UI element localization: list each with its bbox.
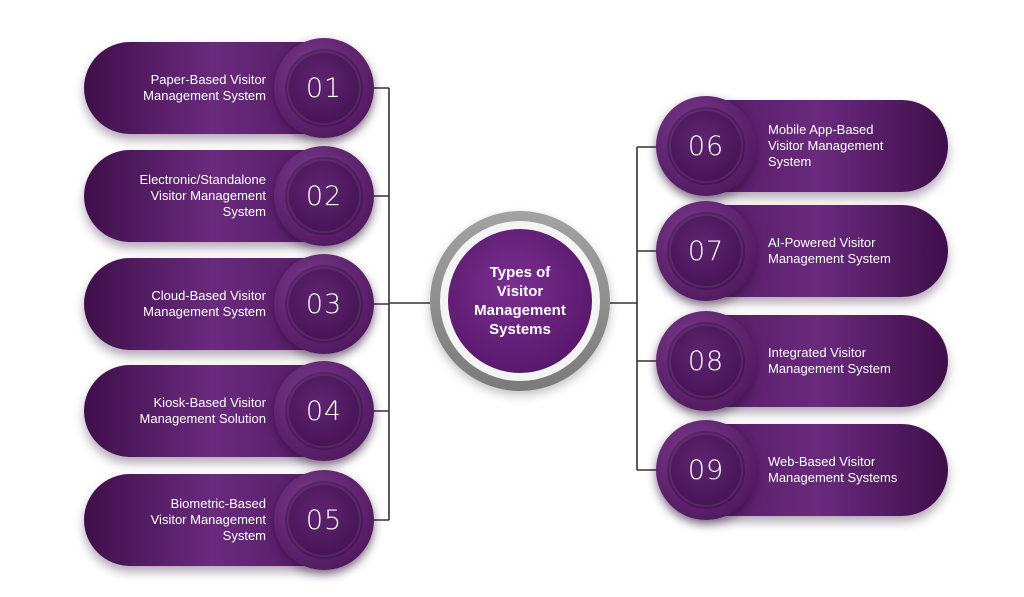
type-item-04: Kiosk-Based Visitor Management Solution … [84, 361, 374, 461]
type-label-line: System [222, 528, 266, 543]
number-text: 07 [669, 214, 743, 288]
type-label-line: System [768, 154, 812, 169]
number-badge: 06 [656, 96, 756, 196]
type-item-05: Biometric-Based Visitor Management Syste… [84, 470, 374, 570]
type-item-01: Paper-Based Visitor Management System 01 [84, 38, 374, 138]
hub-title-line: Types of [489, 264, 551, 281]
type-label-line: Integrated Visitor [768, 345, 867, 360]
type-label-line: Management Solution [139, 411, 266, 426]
type-item-03: Cloud-Based Visitor Management System 03 [84, 254, 374, 354]
number-badge: 05 [274, 470, 374, 570]
number-badge: 01 [274, 38, 374, 138]
type-item-02: Electronic/Standalone Visitor Management… [84, 146, 374, 246]
hub-title-line: Visitor [496, 283, 544, 300]
type-label-line: Management System [143, 304, 266, 319]
type-label-line: Visitor Management [150, 188, 266, 203]
number-badge: 09 [656, 420, 756, 520]
number-badge: 07 [656, 201, 756, 301]
type-label: Kiosk-Based Visitor Management Solution [102, 365, 266, 457]
type-label-line: Mobile App-Based [768, 122, 874, 137]
hub-title-line: Systems [489, 321, 551, 338]
type-label: Biometric-Based Visitor Management Syste… [102, 474, 266, 566]
number-text: 04 [287, 374, 361, 448]
type-label-line: Kiosk-Based Visitor [153, 395, 266, 410]
number-text: 05 [287, 483, 361, 557]
type-label-line: Biometric-Based [170, 496, 266, 511]
number-badge: 03 [274, 254, 374, 354]
type-label: AI-Powered Visitor Management System [768, 205, 938, 297]
type-item-08: 08 Integrated Visitor Management System [656, 311, 948, 411]
number-text: 06 [669, 109, 743, 183]
type-label-line: Management Systems [768, 470, 898, 485]
type-item-07: 07 AI-Powered Visitor Management System [656, 201, 948, 301]
type-item-06: 06 Mobile App-Based Visitor Management S… [656, 96, 948, 196]
type-label-line: Management System [768, 361, 891, 376]
number-badge: 08 [656, 311, 756, 411]
type-label-line: Electronic/Standalone [139, 172, 266, 187]
type-label-line: Cloud-Based Visitor [151, 288, 266, 303]
type-label: Paper-Based Visitor Management System [102, 42, 266, 134]
type-label-line: Paper-Based Visitor [150, 72, 266, 87]
number-text: 03 [287, 267, 361, 341]
type-label-line: AI-Powered Visitor [768, 235, 876, 250]
hub-title: Types of Visitor Management Systems [448, 229, 592, 373]
number-text: 09 [669, 433, 743, 507]
type-label: Cloud-Based Visitor Management System [102, 258, 266, 350]
hub-title-line: Management [474, 302, 566, 319]
type-label: Web-Based Visitor Management Systems [768, 424, 938, 516]
hub-ring: Types of Visitor Management Systems [440, 221, 600, 381]
type-item-09: 09 Web-Based Visitor Management Systems [656, 420, 948, 520]
type-label-line: Web-Based Visitor [768, 454, 876, 469]
number-text: 08 [669, 324, 743, 398]
type-label: Integrated Visitor Management System [768, 315, 938, 407]
type-label-line: Management System [143, 88, 266, 103]
number-badge: 02 [274, 146, 374, 246]
number-badge: 04 [274, 361, 374, 461]
type-label-line: Management System [768, 251, 891, 266]
type-label-line: Visitor Management [150, 512, 266, 527]
hub-circle: Types of Visitor Management Systems [430, 211, 610, 391]
type-label-line: System [222, 204, 266, 219]
type-label: Mobile App-Based Visitor Management Syst… [768, 100, 938, 192]
type-label-line: Visitor Management [768, 138, 884, 153]
number-text: 02 [287, 159, 361, 233]
type-label: Electronic/Standalone Visitor Management… [102, 150, 266, 242]
number-text: 01 [287, 51, 361, 125]
